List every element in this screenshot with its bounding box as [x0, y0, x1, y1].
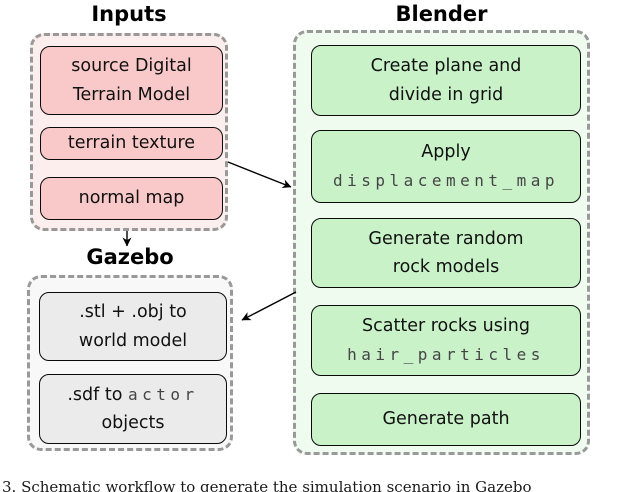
node-code-text: displacement_map — [332, 170, 560, 190]
node-text: Apply — [421, 142, 471, 163]
blender-group: Create plane and divide in grid Apply di… — [293, 30, 590, 455]
node-text: Generate path — [382, 409, 510, 430]
node-text: source Digital — [71, 56, 192, 77]
inputs-heading: Inputs — [91, 2, 167, 26]
blender-heading: Blender — [395, 2, 488, 26]
node-sdf-actor: .sdf to actor objects — [39, 374, 227, 444]
node-text: rock models — [392, 257, 500, 277]
gazebo-group: .stl + .obj to world model .sdf to actor… — [27, 275, 233, 451]
gazebo-heading: Gazebo — [86, 245, 174, 269]
node-code-text: actor — [127, 384, 199, 404]
node-text: divide in grid — [388, 84, 504, 105]
node-apply-displacement-map: Apply displacement_map — [311, 130, 581, 203]
node-text: world model — [78, 330, 188, 351]
node-stl-obj-world: .stl + .obj to world model — [39, 292, 227, 361]
node-text: Generate random — [368, 228, 524, 249]
node-text: .stl + .obj to — [79, 302, 187, 323]
inputs-group: source Digital Terrain Model terrain tex… — [30, 33, 228, 231]
node-code-text: hair_particles — [347, 344, 545, 364]
node-generate-rocks: Generate random rock models — [311, 218, 581, 288]
figure-caption: 3. Schematic workflow to generate the si… — [2, 478, 532, 492]
node-generate-path: Generate path — [311, 393, 581, 446]
node-create-plane: Create plane and divide in grid — [311, 45, 581, 116]
node-terrain-texture: terrain texture — [40, 127, 223, 160]
node-text: Terrain Model — [72, 84, 191, 105]
arrow-inputs-to-blender — [227, 161, 292, 189]
arrow-blender-to-gazebo — [241, 291, 297, 321]
node-normal-map: normal map — [40, 177, 223, 220]
node-text: Create plane and — [370, 56, 522, 77]
node-text: objects — [101, 413, 165, 433]
node-text: normal map — [78, 188, 185, 209]
node-scatter-rocks: Scatter rocks using hair_particles — [311, 305, 581, 376]
node-text: terrain texture — [67, 133, 196, 154]
node-text: Scatter rocks using — [362, 316, 530, 337]
node-source-dtm: source Digital Terrain Model — [40, 46, 223, 115]
node-text: .sdf to — [67, 384, 128, 405]
